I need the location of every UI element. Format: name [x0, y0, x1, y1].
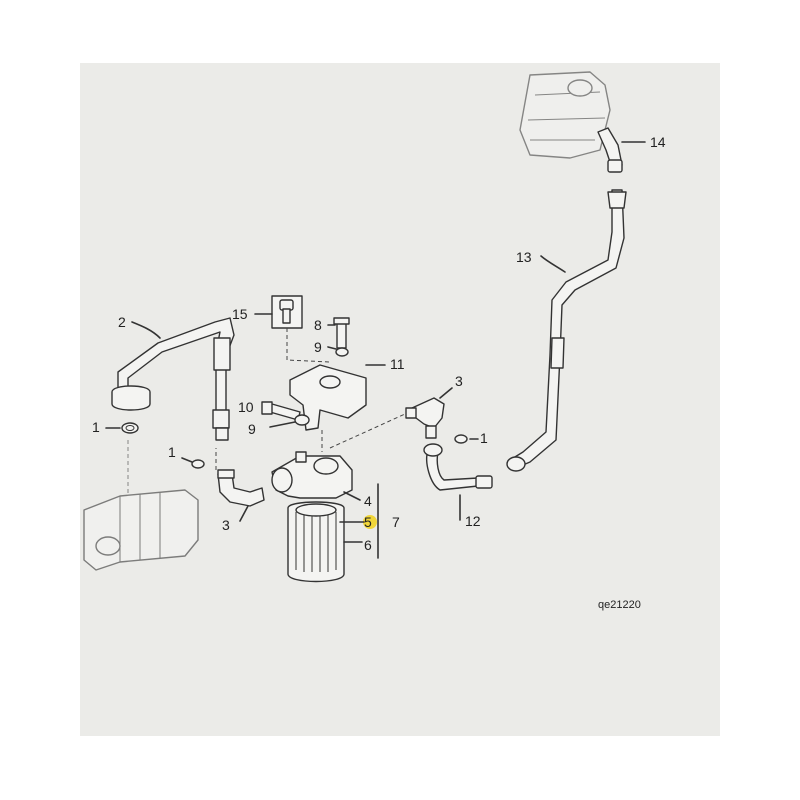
- callout-4: 4: [364, 493, 372, 509]
- diagram-reference-code: qe21220: [598, 599, 641, 611]
- callout-5: 5: [364, 514, 372, 530]
- callout-1-mid: 1: [168, 444, 176, 460]
- washer-part-9-lower[interactable]: [269, 414, 310, 428]
- elbow-fitting-part-14[interactable]: [597, 127, 646, 173]
- callout-8: 8: [314, 317, 322, 333]
- bolt-part-8[interactable]: [327, 317, 350, 349]
- callout-1-right: 1: [480, 430, 488, 446]
- callout-1-left: 1: [92, 419, 100, 435]
- bracket-part-11[interactable]: [289, 364, 386, 431]
- fitting-part-15[interactable]: [254, 295, 331, 363]
- callout-2: 2: [118, 314, 126, 330]
- elbow-part-3-left[interactable]: [217, 469, 265, 522]
- callout-3-left: 3: [222, 517, 230, 533]
- filter-element-part-6[interactable]: [287, 501, 363, 583]
- o-ring-part-1-left[interactable]: [105, 422, 139, 434]
- filter-head-part-4[interactable]: [271, 451, 361, 501]
- bolt-part-10[interactable]: [261, 401, 301, 421]
- callout-15: 15: [232, 306, 248, 322]
- callout-13: 13: [516, 249, 532, 265]
- callout-3-right: 3: [455, 373, 463, 389]
- callout-9-top: 9: [314, 339, 322, 355]
- callout-11: 11: [390, 356, 405, 372]
- callout-12: 12: [465, 513, 481, 529]
- reservoir-top: [519, 71, 611, 159]
- callout-14: 14: [650, 134, 666, 150]
- diagram-paper: [80, 63, 720, 736]
- callout-9-lower: 9: [248, 421, 256, 437]
- o-ring-part-1-mid[interactable]: [181, 457, 205, 469]
- hose-part-12[interactable]: [423, 443, 493, 521]
- pump-body: [83, 440, 199, 571]
- hose-part-13[interactable]: [506, 189, 627, 472]
- callout-6: 6: [364, 537, 372, 553]
- seal-part-5[interactable]: [339, 515, 377, 529]
- callout-10: 10: [238, 399, 254, 415]
- elbow-part-3-right[interactable]: [405, 387, 453, 439]
- callout-7: 7: [392, 514, 400, 530]
- pipe-part-2[interactable]: [111, 317, 235, 441]
- o-ring-part-1-right[interactable]: [454, 434, 479, 444]
- assembly-line-upper: [329, 413, 406, 449]
- washer-part-9-top[interactable]: [327, 346, 349, 357]
